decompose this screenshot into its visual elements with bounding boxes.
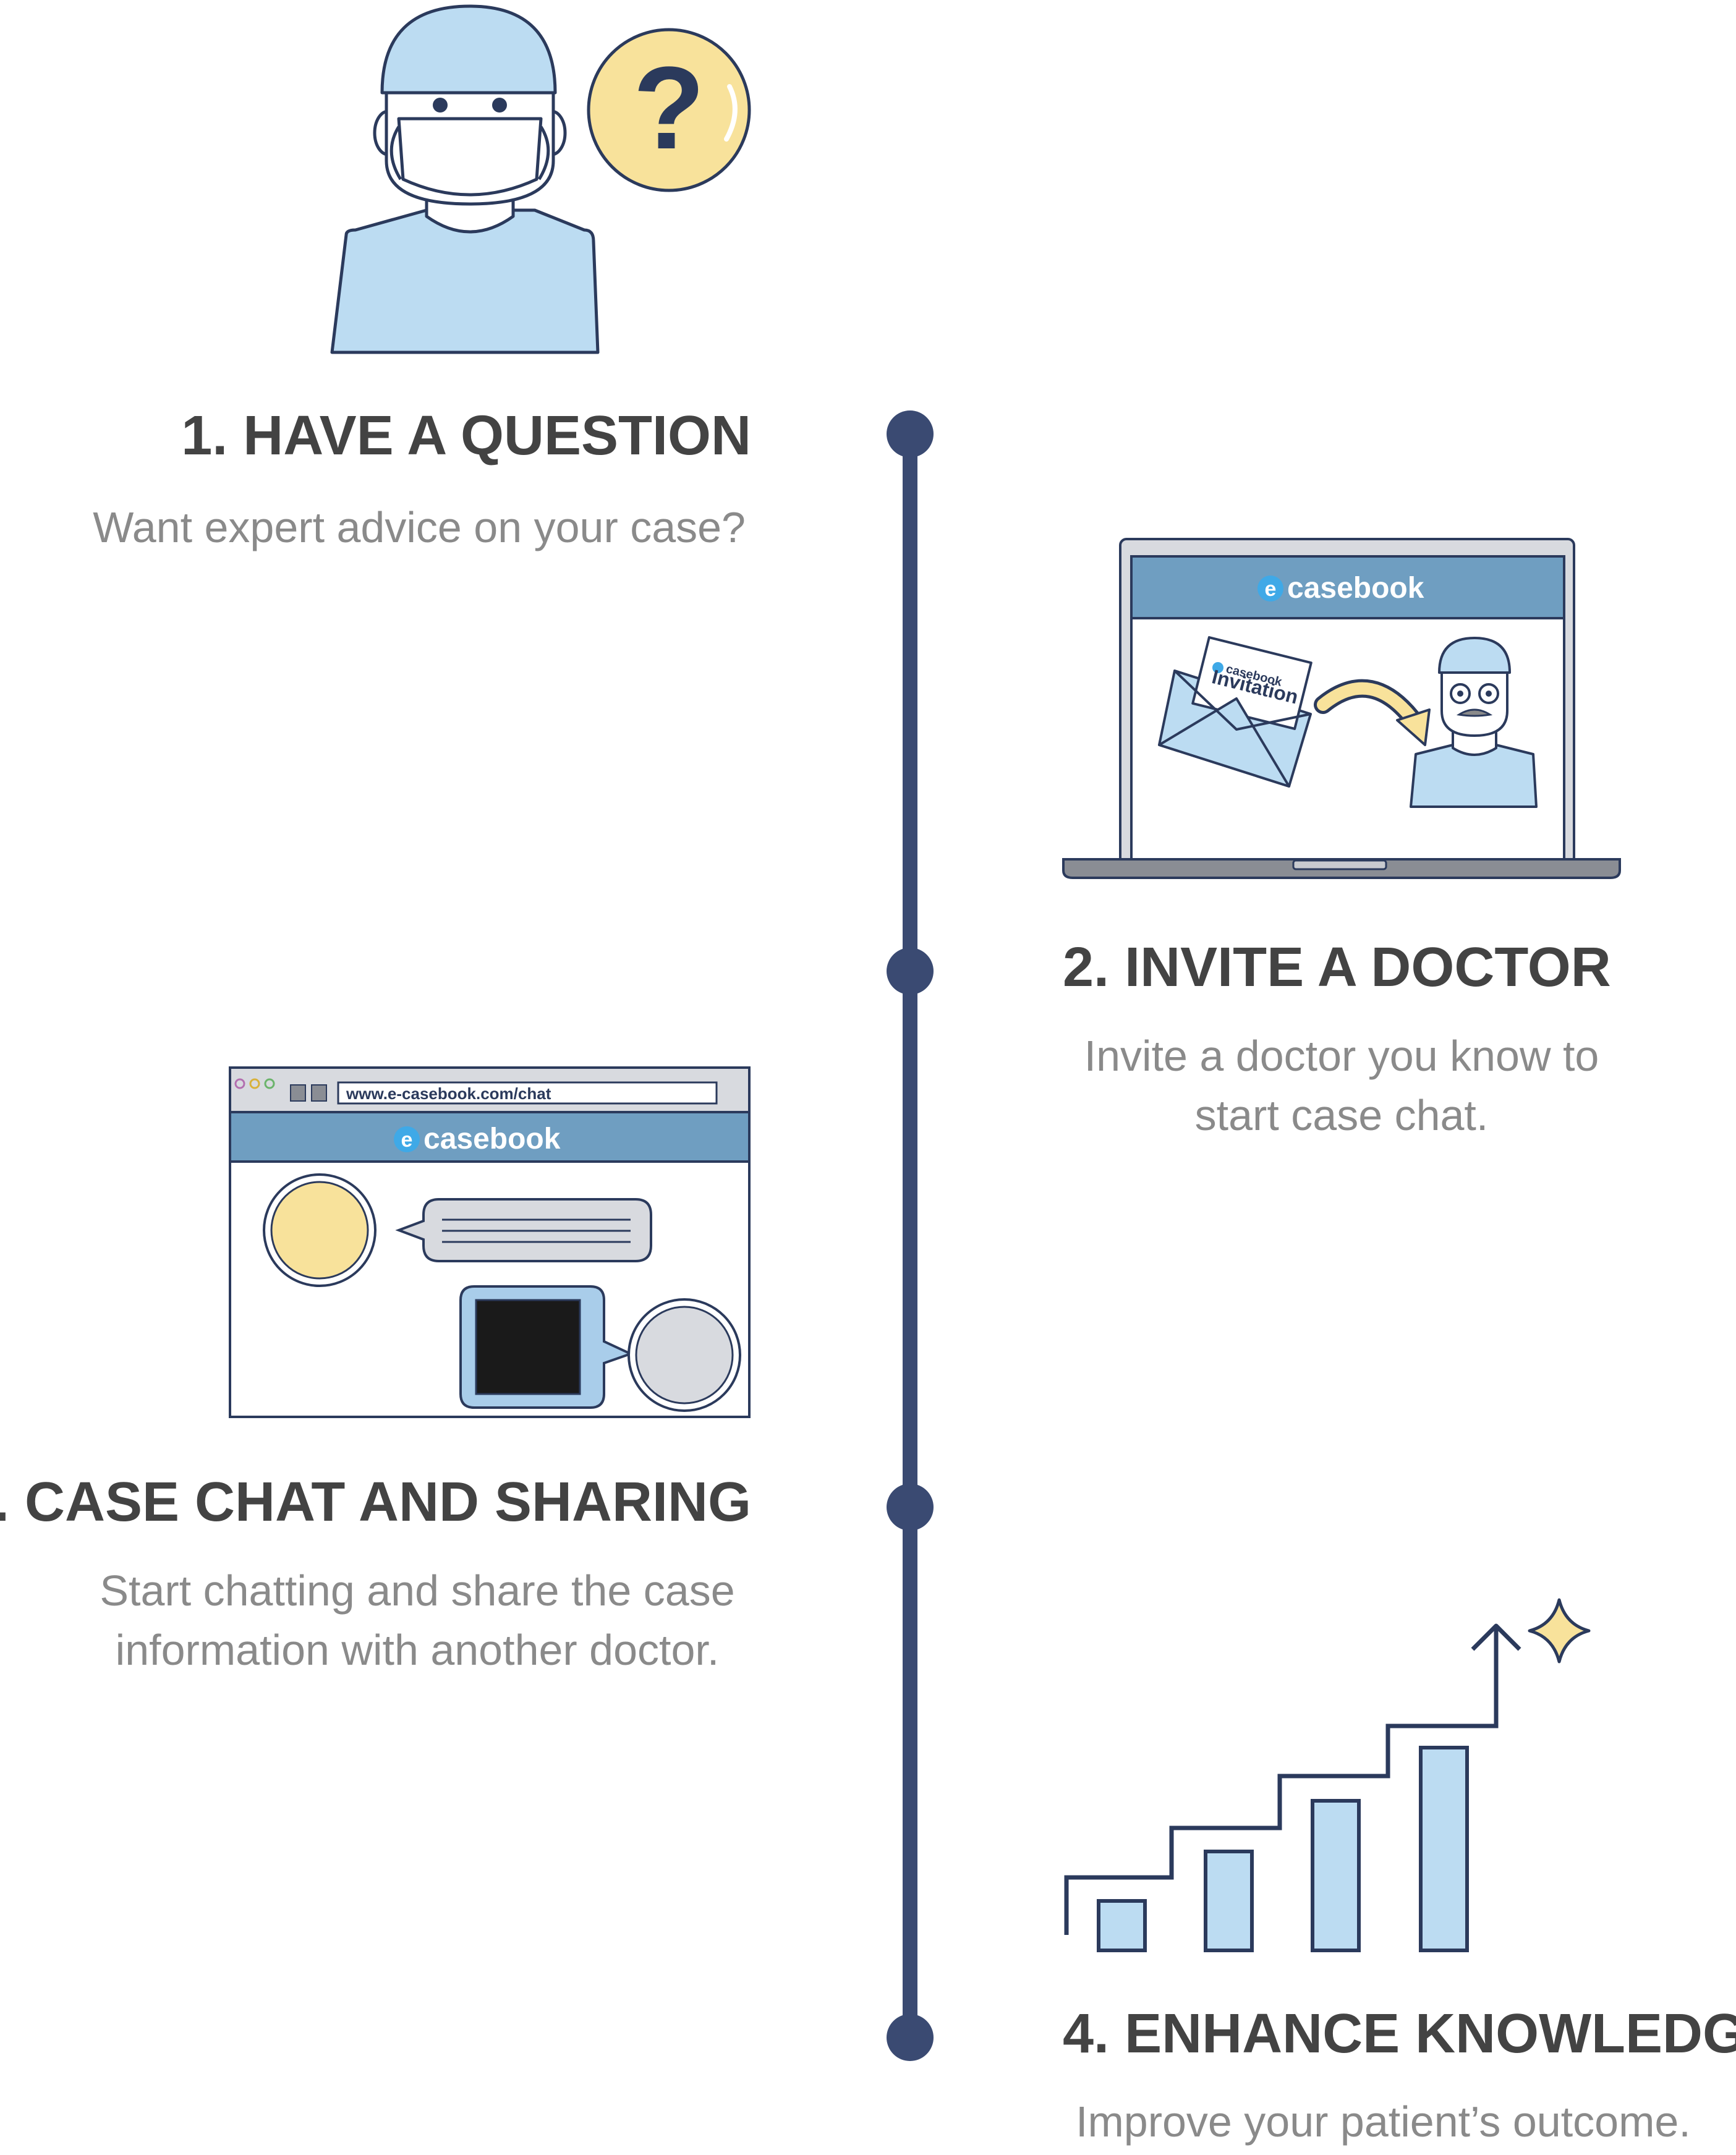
bar-3 [1311, 1799, 1361, 1952]
browser-logo-text: casebook [423, 1123, 561, 1155]
address-url: www.e-casebook.com/chat [346, 1084, 551, 1103]
question-bubble [587, 28, 751, 192]
forward-button [311, 1084, 327, 1102]
surgeon-question-illustration: ? [330, 4, 751, 354]
step-3-desc-line-1: Start chatting and share the case [100, 1566, 735, 1615]
bar-1 [1097, 1899, 1147, 1952]
growth-chart-illustration [1064, 1598, 1591, 1952]
step-3-desc-line-2: information with another doctor. [115, 1626, 720, 1674]
step-2-desc-line-2: start case chat. [1194, 1091, 1489, 1139]
timeline-line [903, 434, 917, 2039]
step-3-desc: Start chatting and share the case inform… [71, 1561, 764, 1680]
timeline-node-1 [887, 410, 934, 457]
sparkle-icon [1528, 1598, 1591, 1664]
laptop-invitation-illustration: e casebook casebook Invitation [1062, 538, 1621, 879]
browser-logo-letter: e [401, 1128, 413, 1152]
step-4-desc: Improve your patient’s outcome. [1076, 2092, 1691, 2151]
step-4-desc-line-1: Improve your patient’s outcome. [1076, 2098, 1691, 2146]
timeline-node-4 [887, 2014, 934, 2061]
step-2-title: 2. INVITE A DOCTOR [1063, 937, 1611, 998]
surgeon-cap [380, 4, 557, 95]
surgeon-mask [397, 117, 543, 197]
surgeon-body [330, 208, 600, 354]
step-1-desc-line-1: Want expert advice on your case? [93, 503, 746, 551]
step-3-title: 3. CASE CHAT AND SHARING [0, 1471, 751, 1533]
step-1-title: 1. HAVE A QUESTION [181, 405, 751, 467]
step-2-desc-line-1: Invite a doctor you know to [1084, 1032, 1599, 1080]
question-mark: ? [633, 43, 705, 174]
browser-chat-illustration: www.e-casebook.com/chat e casebook [229, 1066, 751, 1418]
address-bar [337, 1081, 718, 1105]
step-1-desc: Want expert advice on your case? [93, 498, 746, 557]
timeline-node-3 [887, 1484, 934, 1531]
bar-4 [1419, 1746, 1469, 1952]
step-4-title: 4. ENHANCE KNOWLEDGE [1063, 2003, 1736, 2065]
laptop-logo-letter: e [1265, 577, 1277, 601]
back-button [290, 1084, 306, 1102]
growth-arrow-head [1471, 1623, 1521, 1651]
bar-2 [1204, 1850, 1254, 1952]
laptop-logo-text: casebook [1287, 572, 1424, 605]
step-2-desc: Invite a doctor you know to start case c… [1063, 1026, 1620, 1145]
timeline-node-2 [887, 948, 934, 995]
growth-arrow-line [1064, 1626, 1499, 1935]
